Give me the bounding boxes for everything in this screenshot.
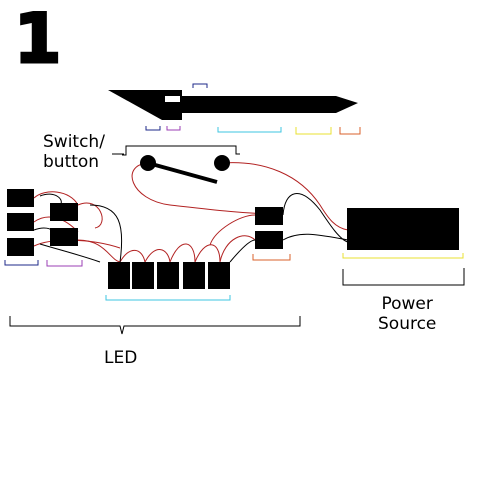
power-source-label: Power Source — [378, 294, 436, 334]
switch-lever — [147, 161, 218, 184]
switch-terminal-right — [214, 155, 230, 171]
tool-bracket-top — [192, 83, 208, 88]
led-1 — [108, 262, 130, 289]
tool-gap — [165, 96, 180, 102]
tool-bracket-purple — [166, 126, 181, 131]
led-5 — [208, 262, 230, 289]
left-block-3 — [7, 238, 34, 256]
left-block-1 — [7, 189, 34, 207]
switch-label-line2: button — [43, 152, 100, 172]
power-bracket-yellow — [342, 253, 464, 259]
left-block-2 — [7, 213, 34, 231]
connector-block-2 — [255, 231, 283, 249]
switch-button-label: Switch/ button — [43, 132, 105, 172]
switch-label-line1: Switch/ — [43, 132, 105, 152]
tool-bracket-yellow — [295, 127, 332, 135]
led-4 — [183, 262, 205, 289]
red-wires — [33, 162, 349, 263]
led-2 — [132, 262, 154, 289]
power-label-line1: Power — [381, 294, 433, 314]
tool-bracket-cyan — [217, 127, 282, 133]
left-block-4 — [50, 203, 78, 221]
left-block-5 — [50, 228, 78, 246]
left-bracket-purple — [46, 260, 83, 267]
switch-bracket — [122, 145, 240, 156]
tool-bracket-navy — [145, 126, 161, 131]
connector-bracket-orange — [252, 254, 291, 261]
connector-block-1 — [255, 207, 283, 225]
power-bracket-black — [342, 268, 465, 286]
tool-bracket-orange — [339, 127, 361, 135]
tool-body — [108, 90, 358, 120]
power-source — [347, 208, 459, 250]
step-number: 1 — [12, 0, 62, 81]
power-label-line2: Source — [378, 314, 437, 334]
left-bracket-navy — [4, 260, 39, 266]
led-3 — [157, 262, 179, 289]
led-curly-bracket — [9, 316, 301, 335]
led-label: LED — [104, 348, 138, 368]
led-bracket-cyan — [105, 295, 231, 301]
